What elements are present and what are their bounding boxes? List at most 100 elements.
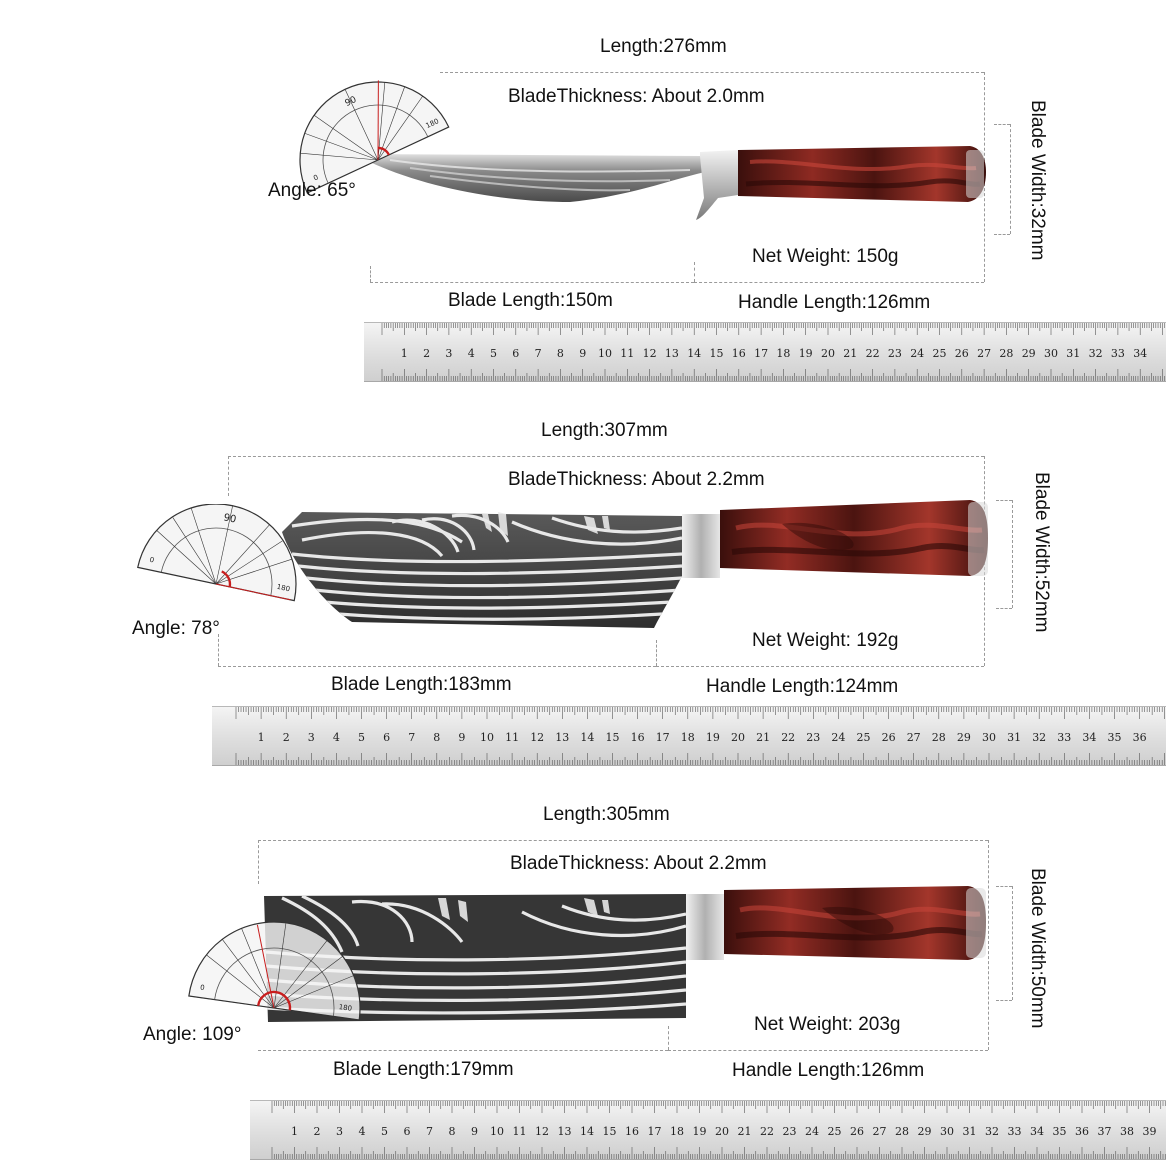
ruler-number: 18	[776, 347, 790, 360]
ruler-number: 25	[828, 1125, 842, 1138]
ruler-number: 9	[458, 731, 465, 744]
ruler-number: 27	[873, 1125, 887, 1138]
ruler-number: 3	[445, 347, 452, 360]
ruler-number: 20	[821, 347, 835, 360]
ruler-number: 6	[383, 731, 390, 744]
blade-handle-divider	[668, 1026, 669, 1050]
blade-width-label: Blade Width:52mm	[1031, 472, 1052, 633]
blade-length-label: Blade Length:183mm	[331, 674, 512, 695]
ruler-number: 31	[963, 1125, 977, 1138]
ruler-number: 8	[557, 347, 564, 360]
ruler-number: 33	[1111, 347, 1125, 360]
ruler-number: 15	[603, 1125, 617, 1138]
ruler-number: 21	[756, 731, 770, 744]
ruler-number: 1	[401, 347, 408, 360]
angle-label: Angle: 78°	[132, 618, 220, 639]
ruler-number: 17	[754, 347, 768, 360]
ruler-number: 21	[843, 347, 857, 360]
ruler-number: 24	[831, 731, 845, 744]
ruler-number: 3	[308, 731, 315, 744]
ruler-number: 31	[1066, 347, 1080, 360]
blade-handle-divider	[694, 262, 695, 282]
angle-label: Angle: 109°	[143, 1024, 242, 1045]
ruler-number: 17	[656, 731, 670, 744]
ruler-number: 19	[799, 347, 813, 360]
length-dimension-tick-left	[258, 840, 259, 884]
ruler-number: 28	[932, 731, 946, 744]
length-dimension-tick-right	[988, 840, 989, 1050]
boning-knife-image	[370, 140, 990, 230]
ruler-number: 17	[648, 1125, 662, 1138]
blade-thickness-label: BladeThickness: About 2.0mm	[508, 86, 765, 107]
ruler-number: 32	[1089, 347, 1103, 360]
ruler-number: 32	[985, 1125, 999, 1138]
ruler-number: 30	[982, 731, 996, 744]
ruler-number: 10	[490, 1125, 504, 1138]
ruler-number: 32	[1032, 731, 1046, 744]
ruler-number: 15	[606, 731, 620, 744]
ruler-number: 6	[512, 347, 519, 360]
ruler-number: 16	[631, 731, 645, 744]
ruler-number: 15	[710, 347, 724, 360]
angle-label: Angle: 65°	[268, 180, 356, 201]
ruler-number: 29	[1022, 347, 1036, 360]
length-dimension-line	[258, 840, 988, 841]
width-dimension-line	[1012, 886, 1013, 1000]
ruler-number: 33	[1008, 1125, 1022, 1138]
ruler-number: 34	[1030, 1125, 1044, 1138]
ruler-number: 4	[333, 731, 340, 744]
blade-length-line	[218, 666, 656, 667]
ruler-number: 7	[408, 731, 415, 744]
ruler-number: 7	[426, 1125, 433, 1138]
length-dimension-line	[228, 456, 984, 457]
blade-width-label: Blade Width:50mm	[1027, 868, 1048, 1029]
ruler-number: 20	[715, 1125, 729, 1138]
ruler-number: 5	[381, 1125, 388, 1138]
ruler-number: 36	[1075, 1125, 1089, 1138]
ruler-number: 30	[1044, 347, 1058, 360]
width-dimension-bottom	[994, 234, 1010, 235]
ruler-number: 28	[895, 1125, 909, 1138]
length-label: Length:305mm	[543, 804, 670, 825]
blade-length-label: Blade Length:150m	[448, 290, 613, 311]
handle-length-line	[668, 1050, 988, 1051]
svg-text:0: 0	[200, 984, 206, 993]
ruler-number: 35	[1108, 731, 1122, 744]
length-label: Length:276mm	[600, 36, 727, 57]
nakiri-knife-image	[262, 882, 990, 1024]
blade-length-line	[370, 282, 694, 283]
ruler-number: 39	[1143, 1125, 1157, 1138]
ruler-number: 8	[449, 1125, 456, 1138]
ruler-number: 2	[314, 1125, 321, 1138]
protractor-1: 90 0 180	[296, 74, 466, 234]
handle-length-line	[656, 666, 984, 667]
ruler-number: 2	[283, 731, 290, 744]
svg-text:180: 180	[276, 583, 291, 594]
ruler-number: 14	[687, 347, 701, 360]
ruler-number: 22	[781, 731, 795, 744]
ruler-number: 9	[579, 347, 586, 360]
ruler-number: 19	[693, 1125, 707, 1138]
ruler-number: 4	[468, 347, 475, 360]
net-weight-label: Net Weight: 192g	[752, 630, 899, 651]
ruler-number: 16	[732, 347, 746, 360]
ruler-number: 20	[731, 731, 745, 744]
length-dimension-tick-left	[228, 456, 229, 496]
ruler-number: 26	[850, 1125, 864, 1138]
ruler-number: 18	[670, 1125, 684, 1138]
ruler-number: 1	[258, 731, 265, 744]
blade-length-line	[258, 1050, 668, 1051]
length-label: Length:307mm	[541, 420, 668, 441]
ruler-number: 8	[433, 731, 440, 744]
ruler-number: 13	[555, 731, 569, 744]
ruler-number: 36	[1133, 731, 1147, 744]
net-weight-label: Net Weight: 150g	[752, 246, 899, 267]
ruler-number: 23	[806, 731, 820, 744]
handle-length-label: Handle Length:126mm	[738, 292, 931, 313]
ruler-number: 29	[957, 731, 971, 744]
width-dimension-line	[1010, 124, 1011, 234]
ruler-number: 12	[535, 1125, 549, 1138]
